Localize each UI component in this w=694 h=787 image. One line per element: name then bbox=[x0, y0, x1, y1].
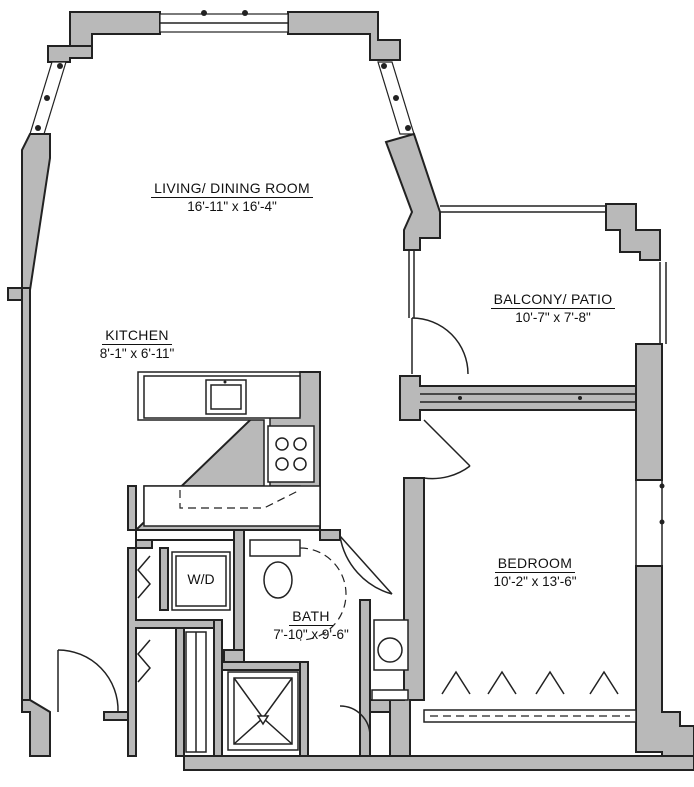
room-dimensions: 8'-1" x 6'-11" bbox=[99, 346, 175, 361]
washer-dryer bbox=[171, 551, 231, 753]
room-dimensions: 16'-11" x 16'-4" bbox=[187, 199, 277, 214]
room-name: BEDROOM bbox=[494, 555, 576, 573]
balcony-glazing bbox=[408, 205, 667, 566]
room-name: LIVING/ DINING ROOM bbox=[151, 180, 313, 198]
exterior-walls bbox=[7, 10, 694, 771]
room-name: BALCONY/ PATIO bbox=[490, 291, 616, 309]
bath-label: BATH 7'-10" x 9'-6" bbox=[256, 608, 366, 643]
room-dimensions: 7'-10" x 9'-6" bbox=[273, 627, 349, 642]
doors bbox=[57, 317, 619, 737]
room-name: BATH bbox=[289, 608, 333, 626]
kitchen-label: KITCHEN 8'-1" x 6'-11" bbox=[84, 327, 190, 362]
bath-fixtures bbox=[227, 539, 409, 751]
balcony-patio-label: BALCONY/ PATIO 10'-7" x 7'-8" bbox=[478, 291, 628, 326]
bedroom-closet bbox=[423, 709, 637, 723]
bedroom-label: BEDROOM 10'-2" x 13'-6" bbox=[470, 555, 600, 590]
living-dining-label: LIVING/ DINING ROOM 16'-11" x 16'-4" bbox=[136, 180, 328, 215]
kitchen-cabinets bbox=[137, 371, 321, 527]
room-name: KITCHEN bbox=[102, 327, 172, 345]
washer-dryer-label: W/D bbox=[187, 571, 215, 587]
room-dimensions: 10'-7" x 7'-8" bbox=[515, 310, 591, 325]
room-dimensions: 10'-2" x 13'-6" bbox=[493, 574, 577, 589]
